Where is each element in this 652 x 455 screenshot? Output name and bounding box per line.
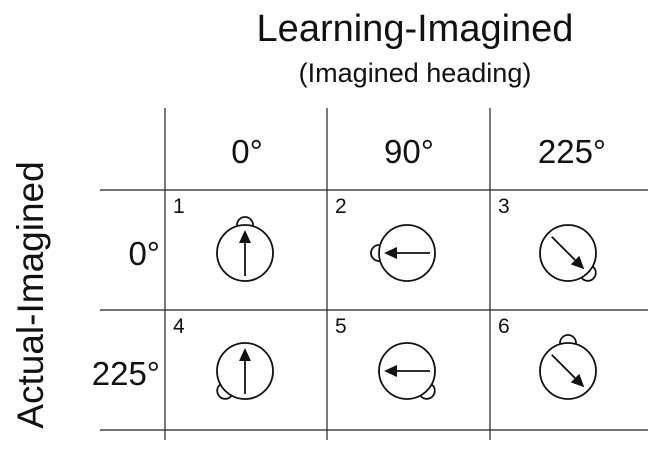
row-header-225: 225° [91, 355, 160, 392]
heading-arrowhead-3 [570, 255, 585, 270]
heading-arrowhead-2 [384, 247, 397, 259]
heading-arrowhead-1 [239, 230, 251, 243]
figure-title: Learning-Imagined [256, 8, 574, 50]
heading-arrow-shaft-6 [551, 354, 576, 379]
column-header-0: 0° [231, 133, 263, 170]
heading-arrowhead-6 [570, 373, 585, 388]
cell-number-5: 5 [335, 315, 347, 338]
heading-arrowhead-4 [239, 348, 251, 361]
heading-arrowhead-5 [384, 365, 397, 377]
row-header-0: 0° [128, 235, 160, 272]
heading-arrow-shaft-3 [551, 236, 576, 261]
column-header-225: 225° [537, 133, 607, 170]
cell-number-6: 6 [498, 315, 510, 338]
figure-subtitle: (Imagined heading) [298, 58, 532, 88]
cell-number-4: 4 [173, 315, 185, 338]
column-header-90: 90° [384, 133, 434, 170]
cell-number-1: 1 [173, 195, 185, 218]
cell-number-3: 3 [498, 195, 510, 218]
cell-number-2: 2 [335, 195, 347, 218]
